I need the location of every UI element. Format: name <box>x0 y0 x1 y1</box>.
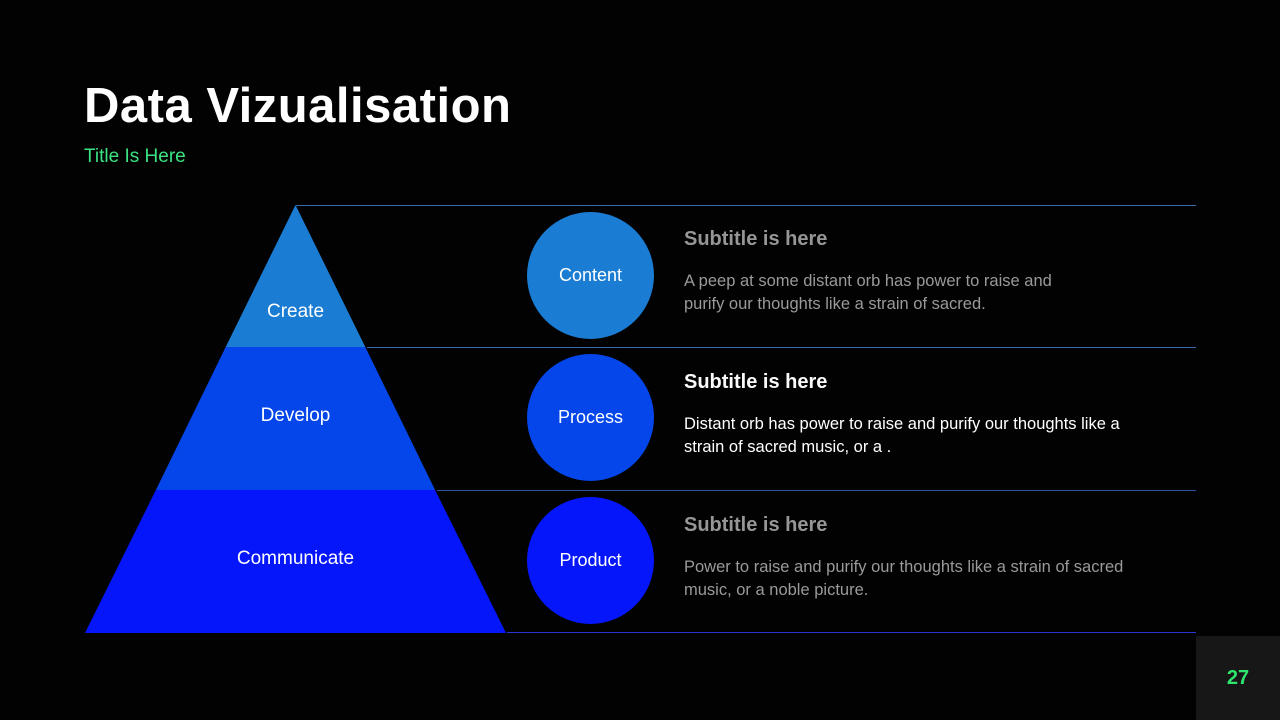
text-row-content: Subtitle is here A peep at some distant … <box>684 227 1186 316</box>
pyramid-level-develop-shape <box>155 347 436 490</box>
circle-process: Process <box>527 354 654 481</box>
divider-line-4 <box>507 632 1196 633</box>
row-product-subtitle: Subtitle is here <box>684 514 828 536</box>
row-process-body: Distant orb has power to raise and purif… <box>684 415 1120 456</box>
page-subtitle: Title Is Here <box>84 146 186 167</box>
circle-product-label: Product <box>559 550 622 570</box>
text-row-product: Subtitle is here Power to raise and puri… <box>684 513 1186 602</box>
divider-line-2 <box>367 347 1196 348</box>
row-product-body: Power to raise and purify our thoughts l… <box>684 558 1124 599</box>
pyramid-diagram: Create Develop Communicate <box>85 205 506 633</box>
page-title: Data Vizualisation <box>84 79 512 133</box>
row-process-subtitle: Subtitle is here <box>684 371 828 393</box>
circle-process-label: Process <box>557 407 624 427</box>
circle-product: Product <box>527 497 654 624</box>
divider-line-1 <box>296 205 1196 206</box>
circle-content: Content <box>527 212 654 339</box>
text-row-process: Subtitle is here Distant orb has power t… <box>684 370 1186 459</box>
circle-content-label: Content <box>558 265 623 285</box>
page-number: 27 <box>1226 666 1250 689</box>
pyramid-level-create-shape <box>225 205 366 347</box>
page-number-box: 27 <box>1196 636 1280 720</box>
pyramid-label-communicate: Communicate <box>236 548 355 569</box>
pyramid-shape <box>85 205 506 633</box>
row-content-body: A peep at some distant orb has power to … <box>684 272 1052 313</box>
divider-line-3 <box>437 490 1196 491</box>
row-content-subtitle: Subtitle is here <box>684 228 828 250</box>
pyramid-label-create: Create <box>266 301 325 322</box>
pyramid-label-develop: Develop <box>260 405 331 426</box>
pyramid-level-communicate-shape <box>85 490 506 633</box>
